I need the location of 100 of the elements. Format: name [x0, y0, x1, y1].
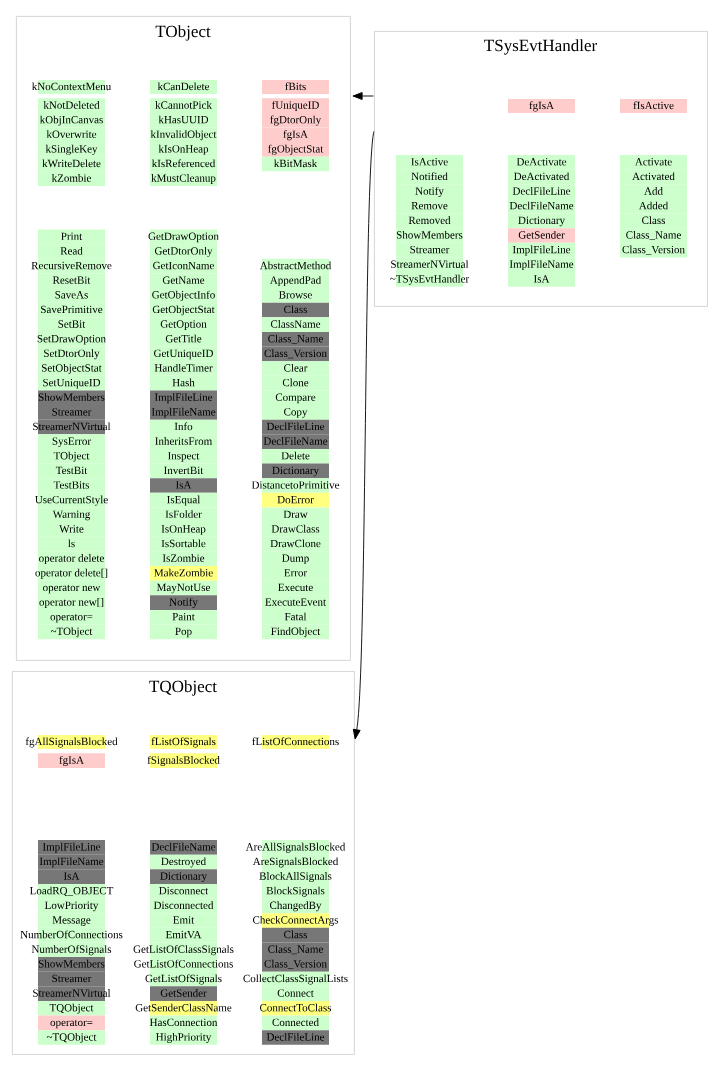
method-cell: AppendPad	[262, 273, 329, 289]
node-label: HighPriority	[156, 1032, 212, 1043]
method-cell: ~TQObject	[38, 1030, 105, 1045]
method-cell: DistancetoPrimitive	[251, 478, 340, 493]
method-cell: GetSenderClassName	[135, 1000, 232, 1016]
method-cell: IsA	[508, 272, 575, 287]
method-cell: HighPriority	[150, 1030, 217, 1045]
node-label: kIsReferenced	[151, 159, 216, 168]
node-label: kWriteDelete	[42, 159, 101, 168]
node-label: operator new	[43, 584, 101, 594]
node-label: Notify	[415, 186, 444, 197]
node-label: Remove	[411, 202, 448, 210]
method-cell: AbstractMethod	[259, 258, 332, 274]
node-label: DeActivate	[516, 158, 567, 166]
method-cell: Class_Name	[262, 942, 329, 958]
method-cell: CheckConnectArgs	[253, 913, 339, 928]
method-cell: GetListOfClassSignals	[133, 942, 234, 958]
node-label: GetDtorOnly	[154, 246, 213, 257]
node-label: IsFolder	[165, 510, 202, 518]
method-cell: HandleTimer	[150, 361, 217, 376]
node-label: ~TObject	[50, 627, 93, 638]
method-cell: Dump	[262, 551, 329, 566]
data-member-cell: fSignalsBlocked	[147, 753, 220, 768]
method-cell: ResetBit	[38, 273, 105, 289]
node-label: SetUniqueID	[43, 378, 101, 389]
method-cell: Clear	[262, 361, 329, 376]
data-member-cell: kNoContextMenu	[32, 80, 112, 94]
node-label: fgDtorOnly	[270, 115, 322, 126]
node-label: Pop	[175, 627, 192, 638]
node-label: IsA	[533, 275, 550, 283]
node-label: IsEqual	[167, 495, 201, 506]
node-label: SavePrimitive	[41, 305, 103, 314]
node-label: Draw	[283, 510, 308, 518]
node-label: ImplFileLine	[42, 842, 101, 853]
node-label: DrawClone	[270, 539, 321, 548]
data-member-cell: fgAllSignalsBlocked	[25, 735, 118, 749]
method-cell: DeclFileName	[150, 840, 217, 855]
node-label: IsOnHeap	[161, 525, 206, 535]
node-label: GetOption	[160, 320, 207, 330]
node-label: Add	[644, 187, 663, 195]
node-label: operator=	[50, 614, 93, 623]
method-cell: SetObjectStat	[38, 361, 105, 376]
node-label: Print	[61, 232, 83, 240]
node-label: kZombie	[51, 174, 91, 182]
method-cell: ImplFileLine	[150, 390, 217, 406]
node-label: Activate	[634, 158, 672, 166]
node-label: DeclFileName	[509, 201, 574, 210]
method-cell: IsA	[150, 478, 217, 493]
method-cell: operator delete	[38, 551, 105, 566]
method-cell: Streamer	[38, 405, 105, 420]
method-cell: ClassName	[262, 317, 329, 332]
method-cell: SaveAs	[38, 288, 105, 303]
node-label: GetTitle	[165, 334, 202, 343]
method-cell: ShowMembers	[38, 390, 105, 406]
node-label: DeclFileLine	[512, 187, 571, 195]
method-cell: MakeZombie	[150, 566, 217, 581]
data-member-cell: fBits	[262, 80, 329, 94]
node-label: Inspect	[168, 452, 200, 462]
method-cell: Error	[262, 566, 329, 581]
method-cell: DeActivate	[508, 155, 575, 170]
method-cell: ExecuteEvent	[262, 595, 329, 610]
node-label: ls	[68, 539, 75, 548]
node-label: Disconnect	[159, 886, 209, 895]
method-cell: IsA	[38, 869, 105, 884]
method-cell: GetDtorOnly	[150, 244, 217, 259]
node-label: Class_Name	[268, 334, 323, 344]
data-member-cell: kIsOnHeap	[150, 142, 217, 157]
node-label: Browse	[279, 291, 312, 299]
node-label: kHasUUID	[158, 115, 209, 124]
method-cell: Write	[38, 522, 105, 537]
node-label: Class_Name	[626, 230, 681, 240]
node-label: Hash	[172, 378, 195, 387]
method-cell: Class_Name	[620, 228, 687, 243]
method-cell: SetBit	[38, 317, 105, 332]
method-cell: SysError	[38, 434, 105, 449]
node-label: BlockSignals	[266, 886, 325, 897]
node-label: Execute	[278, 583, 313, 592]
method-cell: Notify	[150, 595, 217, 610]
node-label: Info	[174, 422, 193, 431]
node-label: ShowMembers	[396, 230, 463, 239]
node-label: HandleTimer	[154, 363, 213, 372]
method-cell: Add	[620, 184, 687, 199]
node-label: Clear	[284, 363, 308, 372]
node-label: Compare	[275, 393, 316, 404]
node-label: GetName	[162, 276, 205, 284]
node-label: Copy	[284, 408, 308, 418]
method-cell: GetSender	[508, 228, 575, 243]
node-label: FindObject	[271, 627, 321, 638]
node-label: ImplFileLine	[154, 393, 213, 404]
node-label: Write	[59, 525, 84, 533]
method-cell: AreAllSignalsBlocked	[245, 840, 346, 855]
method-cell: Class_Version	[262, 957, 329, 972]
node-label: SetDtorOnly	[44, 349, 100, 360]
node-label: Message	[52, 916, 91, 926]
node-label: Class	[284, 930, 308, 939]
node-label: InheritsFrom	[155, 437, 213, 445]
node-label: Class_Name	[268, 945, 323, 955]
method-cell: ~TSysEvtHandler	[390, 272, 470, 287]
data-member-cell: fIsActive	[620, 99, 687, 113]
node-label: Connect	[277, 989, 314, 997]
